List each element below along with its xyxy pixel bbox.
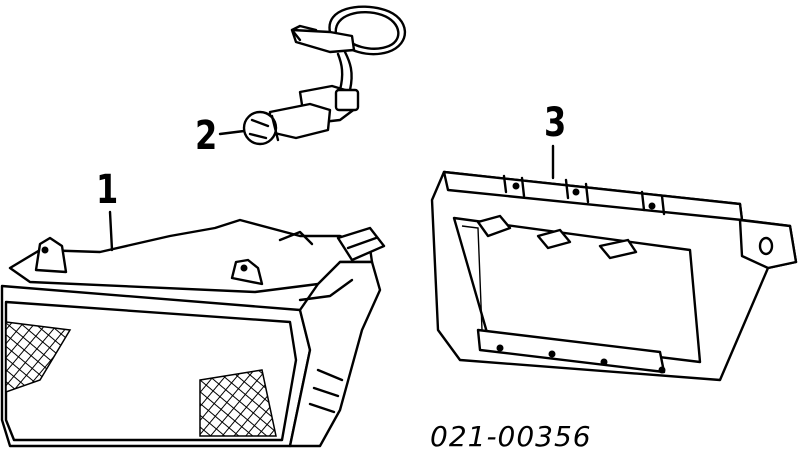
part-number: 021-00356	[430, 420, 592, 453]
mounting-bracket	[430, 144, 798, 382]
callout-number-1: 1	[96, 167, 119, 213]
headlamp-assembly	[0, 210, 386, 448]
bulb-socket-assembly	[218, 5, 407, 146]
callout-number-2: 2	[195, 113, 218, 159]
callout-number-3: 3	[544, 100, 567, 146]
